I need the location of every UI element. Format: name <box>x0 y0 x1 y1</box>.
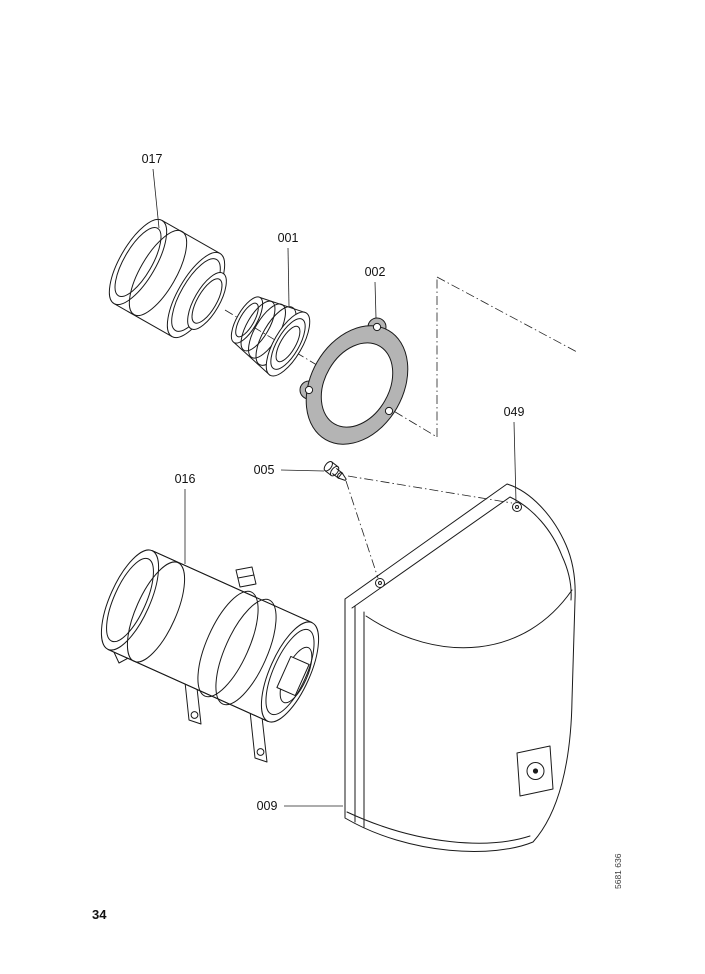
callouts: 017 001 002 049 005 016 009 <box>142 152 525 813</box>
screw-head <box>375 578 385 588</box>
callout-009-label: 009 <box>257 799 278 813</box>
casing-top-crease <box>351 496 572 609</box>
burner-rear-cap-inner <box>106 557 154 643</box>
screw-head <box>512 502 522 512</box>
callout-005-label: 005 <box>254 463 275 477</box>
burner-bracket-1-hole <box>190 711 199 719</box>
callout-017-label: 017 <box>142 152 163 166</box>
callout-016-label: 016 <box>175 472 196 486</box>
part-005-screw <box>323 461 347 481</box>
screw-head-center <box>378 581 382 585</box>
screw-tip <box>337 472 347 481</box>
burner-rear-cap <box>100 549 160 651</box>
adapter-body-top-edge <box>161 219 221 254</box>
callout-001-label: 001 <box>278 231 299 245</box>
leader-line-005 <box>280 469 325 472</box>
cone-rear-rim-inner <box>235 302 259 338</box>
screw-alignment-line-left <box>345 480 379 579</box>
screw-head-center <box>515 505 519 509</box>
leader-line-002 <box>374 281 377 319</box>
casing-front-curve <box>365 589 573 649</box>
gasket-screw-hole-top <box>372 322 382 332</box>
adapter-inner-pipe-rim <box>187 272 227 330</box>
adapter-inner-pipe-bore <box>191 278 223 324</box>
document-code: 5681 636 <box>613 853 623 889</box>
sight-window-dot <box>532 768 539 774</box>
gasket-screw-hole-bottom <box>384 406 394 416</box>
burner-flange-ring-2 <box>215 598 277 706</box>
gasket-inner-hole <box>320 342 394 428</box>
burner-top-tab-fold <box>237 574 255 579</box>
adapter-band-seam <box>128 229 188 317</box>
leader-line-001 <box>287 247 290 307</box>
callout-049-label: 049 <box>504 405 525 419</box>
part-017-flue-adapter <box>108 218 227 339</box>
burner-opening-cutout <box>276 655 310 697</box>
cone-bottom-edge <box>233 342 271 376</box>
adapter-rear-rim-inner <box>114 227 162 297</box>
cone-ridge-1 <box>240 300 276 352</box>
page-number: 34 <box>92 907 107 922</box>
cone-front-bore <box>275 325 301 363</box>
burner-flange-ring-1 <box>197 590 259 698</box>
part-002-gasket <box>299 317 409 445</box>
part-016-burner-cylinder <box>100 549 320 763</box>
leader-line-017 <box>152 168 160 229</box>
gasket-screw-hole-left <box>304 385 314 395</box>
part-009-casing <box>344 483 576 852</box>
cone-front-rim <box>265 311 311 377</box>
burner-bracket-2-hole <box>256 748 265 756</box>
casing-outline <box>344 483 576 852</box>
upper-diagonal-centerline <box>436 276 578 353</box>
cone-front-rim-inner <box>270 318 306 370</box>
callout-002-label: 002 <box>365 265 386 279</box>
cone-rear-rim <box>230 296 264 344</box>
screw-049-right <box>512 502 522 512</box>
casing-sight-window <box>516 745 554 797</box>
adapter-body-bottom-edge <box>113 303 173 338</box>
sight-window-ring <box>526 762 545 780</box>
leader-line-049 <box>513 421 517 503</box>
casing-bottom-seam <box>346 811 531 844</box>
part-001-cone-adapter <box>230 296 311 377</box>
screw-049-left <box>375 578 385 588</box>
burner-band-seam <box>126 561 186 663</box>
adapter-rear-rim <box>108 218 168 306</box>
screw-alignment-line-right <box>347 475 513 504</box>
